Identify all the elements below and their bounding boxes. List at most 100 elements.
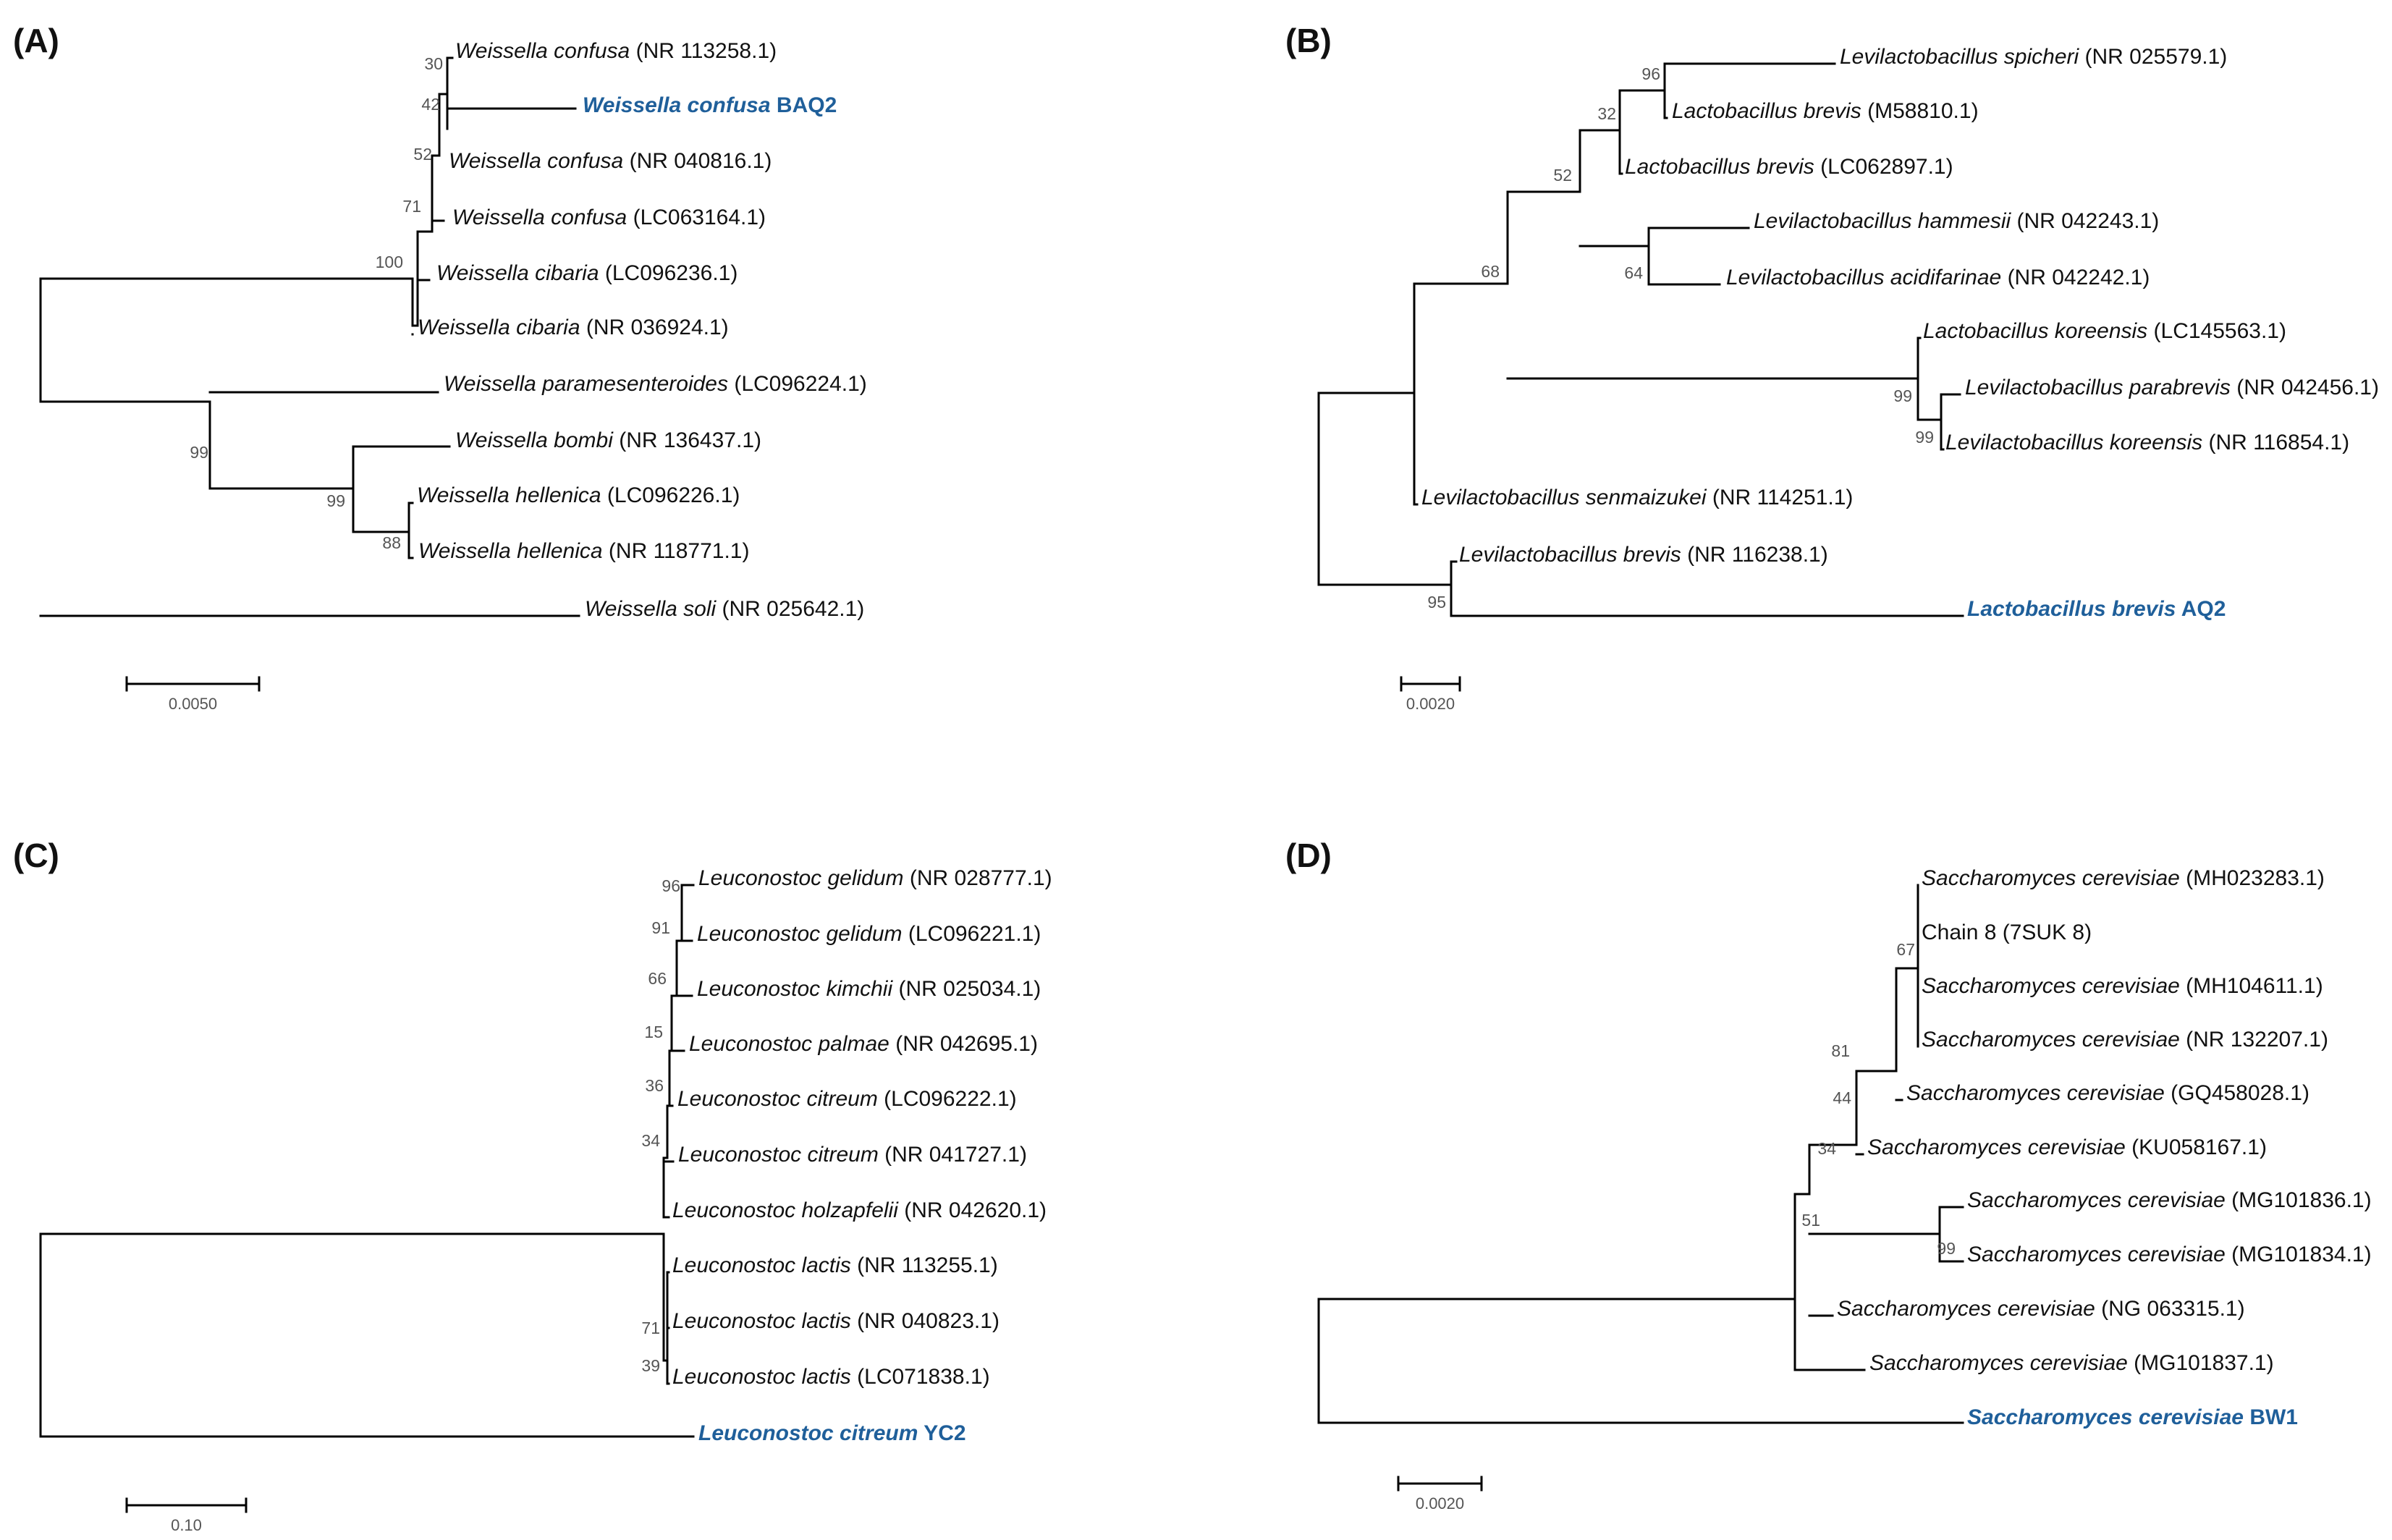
accession-id: (NR 040823.1) [857, 1309, 1000, 1333]
accession-id: (NR 113258.1) [636, 39, 777, 63]
species-name: Weissella paramesenteroides [444, 372, 728, 396]
accession-id: (LC096224.1) [734, 372, 866, 396]
accession-id: (NR 113255.1) [857, 1253, 998, 1277]
species-name: Saccharomyces cerevisiae [1967, 1188, 2226, 1212]
species-name: Levilactobacillus brevis [1459, 543, 1681, 567]
species-name: Weissella cibaria [436, 261, 599, 285]
leaf-label: Leuconostoc lactis (LC071838.1) [672, 1365, 990, 1389]
accession-id: (NR 025579.1) [2085, 45, 2228, 69]
species-name: Saccharomyces cerevisiae [1922, 866, 2180, 890]
bootstrap-value: 36 [645, 1076, 664, 1095]
leaf-label: Leuconostoc citreum YC2 [698, 1421, 966, 1445]
bootstrap-value: 71 [641, 1319, 660, 1337]
species-name: Saccharomyces cerevisiae [1922, 974, 2180, 998]
accession-id: (NR 116238.1) [1687, 543, 1828, 567]
leaf-label: Leuconostoc palmae (NR 042695.1) [689, 1032, 1038, 1056]
leaf-label: Saccharomyces cerevisiae (GQ458028.1) [1906, 1081, 2309, 1105]
bootstrap-value: 67 [1896, 940, 1915, 959]
accession-id: (NR 042243.1) [2017, 209, 2160, 233]
accession-id: (NR 042456.1) [2236, 376, 2379, 399]
species-name: Leuconostoc citreum [677, 1087, 878, 1111]
species-name: Levilactobacillus hammesii [1754, 209, 2011, 233]
species-name: Levilactobacillus acidifarinae [1726, 266, 2001, 289]
bootstrap-value: 52 [1553, 166, 1572, 185]
bootstrap-value: 34 [641, 1131, 660, 1150]
species-name: Weissella confusa [449, 149, 623, 173]
accession-id: AQ2 [2181, 597, 2226, 621]
leaf-label: Weissella hellenica (NR 118771.1) [418, 539, 749, 563]
bootstrap-value: 99 [1915, 428, 1934, 447]
leaf-label: Leuconostoc kimchii (NR 025034.1) [697, 977, 1041, 1001]
bootstrap-value: 91 [651, 918, 670, 937]
bootstrap-value: 44 [1833, 1088, 1851, 1107]
bootstrap-value: 81 [1831, 1041, 1850, 1060]
leaf-label: Leuconostoc holzapfelii (NR 042620.1) [672, 1198, 1047, 1222]
species-name: Saccharomyces cerevisiae [1867, 1135, 2126, 1159]
bootstrap-value: 42 [421, 95, 440, 114]
species-name: Leuconostoc palmae [689, 1032, 889, 1056]
leaf-label: Leuconostoc citreum (LC096222.1) [677, 1087, 1017, 1111]
accession-id: (NR 036924.1) [586, 316, 729, 339]
species-name: Weissella soli [585, 597, 717, 621]
species-name: Saccharomyces cerevisiae [1967, 1405, 2244, 1429]
leaf-label: Lactobacillus brevis (M58810.1) [1672, 99, 1979, 123]
leaf-label: Levilactobacillus koreensis (NR 116854.1… [1945, 431, 2349, 454]
panel-a: (A)Weissella confusa (NR 113258.1)Weisse… [13, 22, 867, 713]
accession-id: (M58810.1) [1867, 99, 1978, 123]
bootstrap-value: 71 [402, 197, 421, 216]
species-name: Weissella bombi [455, 428, 614, 452]
panel-label: (A) [13, 22, 59, 59]
species-name: Leuconostoc gelidum [697, 922, 903, 946]
species-name: Leuconostoc lactis [672, 1253, 851, 1277]
leaf-label: Leuconostoc gelidum (NR 028777.1) [698, 866, 1052, 890]
species-name: Leuconostoc gelidum [698, 866, 904, 890]
accession-id: YC2 [924, 1421, 965, 1445]
accession-id: (NR 136437.1) [619, 428, 761, 452]
bootstrap-value: 39 [641, 1356, 660, 1375]
leaf-label: Saccharomyces cerevisiae (NG 063315.1) [1837, 1297, 2245, 1321]
species-name: Leuconostoc lactis [672, 1365, 851, 1389]
scale-bar-label: 0.0020 [1416, 1494, 1464, 1512]
species-name: Saccharomyces cerevisiae [1869, 1351, 2128, 1375]
accession-id: (MG101837.1) [2134, 1351, 2273, 1375]
accession-id: (LC062897.1) [1820, 155, 1953, 179]
leaf-label: Weissella bombi (NR 136437.1) [455, 428, 761, 452]
leaf-label: Weissella soli (NR 025642.1) [585, 597, 864, 621]
accession-id: (NR 114251.1) [1712, 486, 1854, 509]
species-name: Saccharomyces cerevisiae [1906, 1081, 2165, 1105]
bootstrap-value: 34 [1817, 1139, 1836, 1158]
leaf-label: Weissella paramesenteroides (LC096224.1) [444, 372, 867, 396]
accession-id: (MH104611.1) [2186, 974, 2323, 998]
panel-d: (D)Saccharomyces cerevisiae (MH023283.1)… [1285, 837, 2372, 1512]
leaf-label: Weissella cibaria (NR 036924.1) [418, 316, 729, 339]
scale-bar-label: 0.0050 [169, 695, 217, 713]
leaf-label: Leuconostoc gelidum (LC096221.1) [697, 922, 1041, 946]
leaf-label: Levilactobacillus senmaizukei (NR 114251… [1421, 486, 1853, 509]
species-name: Lactobacillus brevis [1967, 597, 2176, 621]
species-name: Weissella hellenica [418, 539, 603, 563]
accession-id: (NG 063315.1) [2101, 1297, 2244, 1321]
accession-id: (LC096236.1) [605, 261, 738, 285]
species-name: Levilactobacillus koreensis [1945, 431, 2202, 454]
leaf-label: Levilactobacillus parabrevis (NR 042456.… [1965, 376, 2379, 399]
leaf-label: Leuconostoc lactis (NR 040823.1) [672, 1309, 1000, 1333]
accession-id: (MG101834.1) [2231, 1243, 2371, 1266]
accession-id: BAQ2 [777, 93, 837, 117]
accession-id: Chain 8 (7SUK 8) [1922, 921, 2092, 944]
leaf-label: Saccharomyces cerevisiae (MG101836.1) [1967, 1188, 2372, 1212]
species-name: Levilactobacillus parabrevis [1965, 376, 2231, 399]
accession-id: (LC096226.1) [607, 483, 740, 507]
leaf-label: Saccharomyces cerevisiae (MH023283.1) [1922, 866, 2325, 890]
leaf-label: Weissella confusa (NR 113258.1) [455, 39, 777, 63]
panel-label: (C) [13, 837, 59, 874]
bootstrap-value: 99 [1937, 1239, 1956, 1258]
accession-id: BW1 [2249, 1405, 2298, 1429]
accession-id: (NR 116854.1) [2209, 431, 2350, 454]
accession-id: (MH023283.1) [2186, 866, 2325, 890]
species-name: Leuconostoc kimchii [697, 977, 893, 1001]
species-name: Saccharomyces cerevisiae [1922, 1028, 2180, 1052]
species-name: Leuconostoc lactis [672, 1309, 851, 1333]
accession-id: (KU058167.1) [2131, 1135, 2267, 1159]
